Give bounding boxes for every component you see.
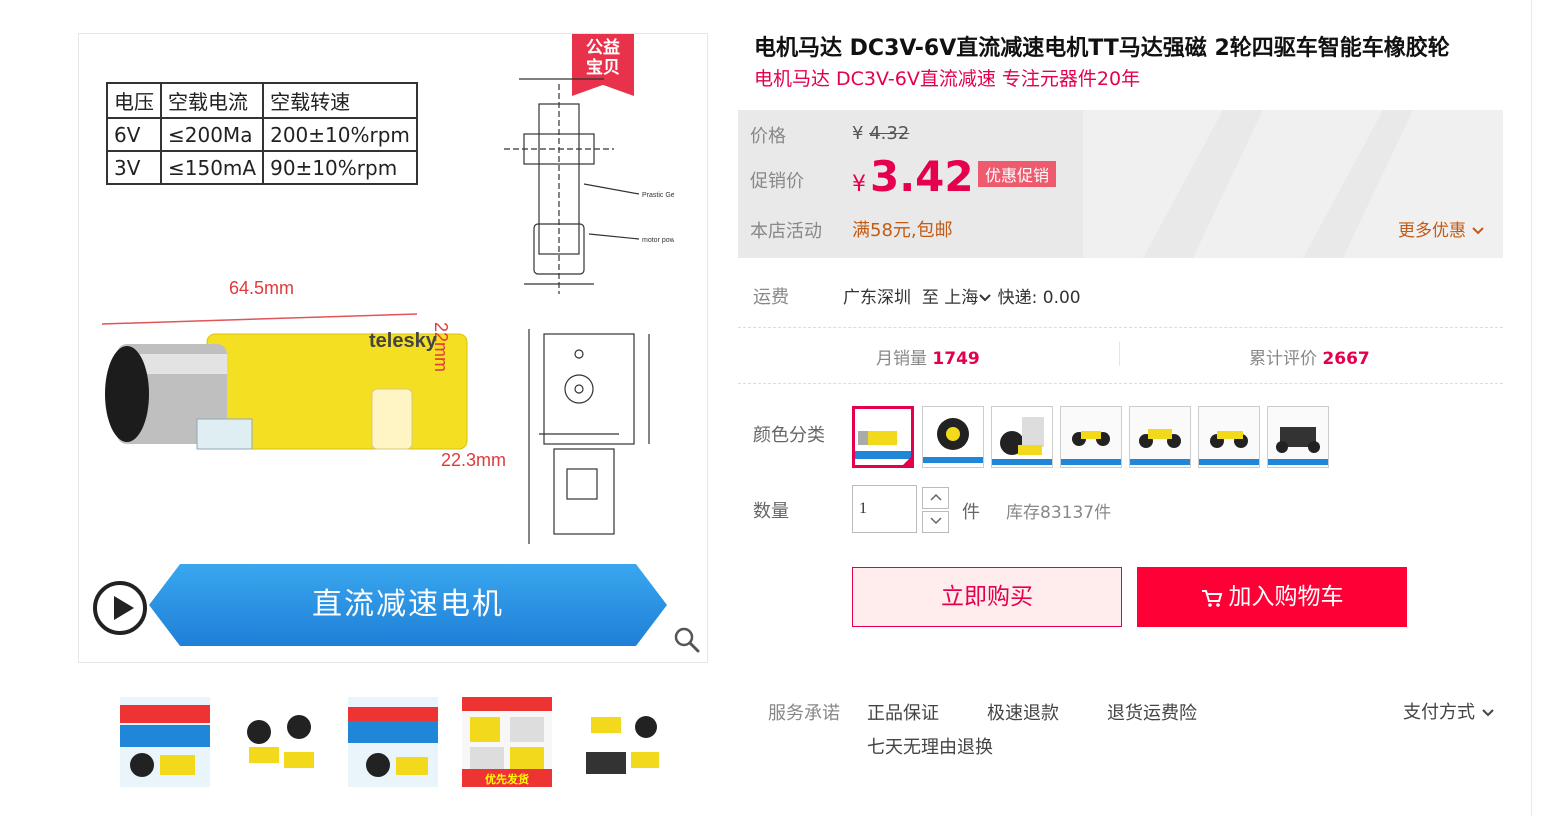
- quantity-input[interactable]: [852, 485, 917, 533]
- color-swatch-3[interactable]: [991, 406, 1053, 468]
- zoom-icon[interactable]: [673, 626, 701, 654]
- more-discounts-link[interactable]: 更多优惠: [1398, 216, 1485, 241]
- product-title: 电机马达 DC3V-6V直流减速电机TT马达强磁 2轮四驱车智能车橡胶轮: [754, 36, 1450, 61]
- color-option-label: 颜色分类: [753, 425, 825, 446]
- buy-now-button[interactable]: 立即购买: [852, 567, 1122, 627]
- service-item[interactable]: 正品保证: [867, 703, 939, 724]
- shop-activity[interactable]: 满58元,包邮: [852, 220, 953, 241]
- service-item[interactable]: 退货运费险: [1107, 703, 1197, 724]
- badge-line-2: 宝贝: [586, 58, 620, 78]
- divider: [738, 383, 1503, 384]
- play-video-button[interactable]: [93, 581, 147, 635]
- original-price-label: 价格: [750, 126, 786, 147]
- stats-divider: [1119, 342, 1120, 366]
- stock-count: 库存83137件: [1006, 503, 1112, 523]
- quantity-unit: 件: [962, 502, 980, 523]
- spec-cell: 90±10%rpm: [262, 150, 418, 185]
- dimension-width: 22.3mm: [441, 450, 507, 470]
- shipping-destination-select[interactable]: 上海: [944, 288, 992, 308]
- chevron-down-icon: [979, 294, 991, 302]
- spec-header-voltage: 电压: [106, 82, 162, 119]
- spec-table: 电压 空载电流 空载转速 6V ≤200Ma 200±10%rpm 3V ≤15…: [106, 82, 418, 185]
- spec-cell: ≤200Ma: [159, 117, 265, 152]
- motor-photo: [101, 313, 468, 450]
- price-panel: 价格 ¥ 4.32 促销价 ¥3.42 优惠促销 本店活动 满58元,包邮 更多…: [738, 110, 1503, 258]
- shipping-info: 广东深圳 至 上海 快递: 0.00: [843, 283, 1081, 308]
- shop-activity-label: 本店活动: [750, 221, 822, 242]
- reviews-label: 累计评价: [1249, 349, 1317, 369]
- total-reviews[interactable]: 累计评价 2667: [1249, 344, 1370, 369]
- original-price: ¥ 4.32: [852, 123, 909, 144]
- add-to-cart-label: 加入购物车: [1228, 584, 1344, 610]
- watermark: telesky: [369, 330, 437, 352]
- shipping-method: 快递: 0.00: [997, 288, 1081, 308]
- image-banner: 直流减速电机: [149, 564, 667, 646]
- spec-cell: ≤150mA: [159, 150, 265, 185]
- currency-symbol: ¥: [852, 172, 866, 197]
- payment-methods-label: 支付方式: [1403, 702, 1475, 723]
- spec-cell: 3V: [106, 150, 162, 185]
- monthly-sales: 月销量 1749: [876, 344, 980, 369]
- main-product-image[interactable]: 公益 宝贝 电压 空载电流 空载转速 6V ≤200Ma 200±10%rpm …: [78, 33, 708, 663]
- service-label: 服务承诺: [768, 703, 840, 724]
- quantity-decrease-button[interactable]: [922, 511, 949, 533]
- spec-header-speed: 空载转速: [262, 82, 418, 119]
- shipping-origin: 广东深圳: [843, 288, 911, 308]
- product-subtitle: 电机马达 DC3V-6V直流减速 专注元器件20年: [754, 68, 1141, 90]
- promo-price-value: 3.42: [870, 152, 974, 201]
- currency-symbol: ¥: [852, 123, 864, 144]
- color-swatch-2[interactable]: [922, 406, 984, 468]
- chevron-down-icon: [929, 517, 942, 525]
- thumbnail-5[interactable]: [576, 697, 666, 787]
- chevron-up-icon: [929, 493, 942, 501]
- color-swatch-1[interactable]: [852, 406, 914, 468]
- add-to-cart-button[interactable]: 加入购物车: [1137, 567, 1407, 627]
- thumbnail-1[interactable]: [120, 697, 210, 787]
- service-item[interactable]: 七天无理由退换: [867, 737, 993, 758]
- thumbnail-3[interactable]: [348, 697, 438, 787]
- quantity-increase-button[interactable]: [922, 487, 949, 509]
- motor-drawing-top: Prastic Gear Box motor power: [504, 78, 674, 294]
- svg-text:motor power: motor power: [642, 237, 674, 244]
- promo-price: ¥3.42: [852, 152, 974, 201]
- cart-icon: [1201, 589, 1222, 607]
- reviews-value: 2667: [1322, 349, 1370, 369]
- shipping-to: 至: [921, 288, 939, 308]
- chevron-down-icon: [1482, 709, 1494, 717]
- thumbnail-4[interactable]: 优先发货: [462, 697, 552, 787]
- service-item[interactable]: 极速退款: [987, 703, 1059, 724]
- thumbnail-caption: 优先发货: [485, 773, 529, 786]
- chevron-down-icon: [1472, 227, 1485, 235]
- original-price-value: 4.32: [869, 123, 910, 144]
- svg-text:Prastic Gear Box: Prastic Gear Box: [642, 192, 674, 199]
- divider: [738, 327, 1503, 328]
- color-swatch-7[interactable]: [1267, 406, 1329, 468]
- page-border: [1531, 0, 1532, 816]
- color-swatch-5[interactable]: [1129, 406, 1191, 468]
- promo-tag: 优惠促销: [978, 161, 1057, 187]
- quantity-label: 数量: [753, 501, 789, 522]
- monthly-sales-value: 1749: [932, 349, 980, 369]
- color-swatch-6[interactable]: [1198, 406, 1260, 468]
- shipping-destination: 上海: [944, 288, 979, 308]
- payment-methods-dropdown[interactable]: 支付方式: [1403, 698, 1495, 724]
- shipping-label: 运费: [753, 287, 789, 308]
- color-swatch-4[interactable]: [1060, 406, 1122, 468]
- promo-price-label: 促销价: [750, 171, 804, 192]
- monthly-sales-label: 月销量: [876, 349, 927, 369]
- thumbnail-2[interactable]: [234, 697, 324, 787]
- sales-stats: 月销量 1749 累计评价 2667: [738, 332, 1503, 378]
- dimension-length: 64.5mm: [229, 278, 295, 298]
- motor-drawing-side: [528, 329, 650, 544]
- price-panel-pattern: [1083, 110, 1503, 258]
- badge-line-1: 公益: [586, 38, 620, 58]
- more-discounts-label: 更多优惠: [1398, 221, 1466, 241]
- spec-cell: 200±10%rpm: [262, 117, 418, 152]
- spec-cell: 6V: [106, 117, 162, 152]
- spec-header-current: 空载电流: [159, 82, 265, 119]
